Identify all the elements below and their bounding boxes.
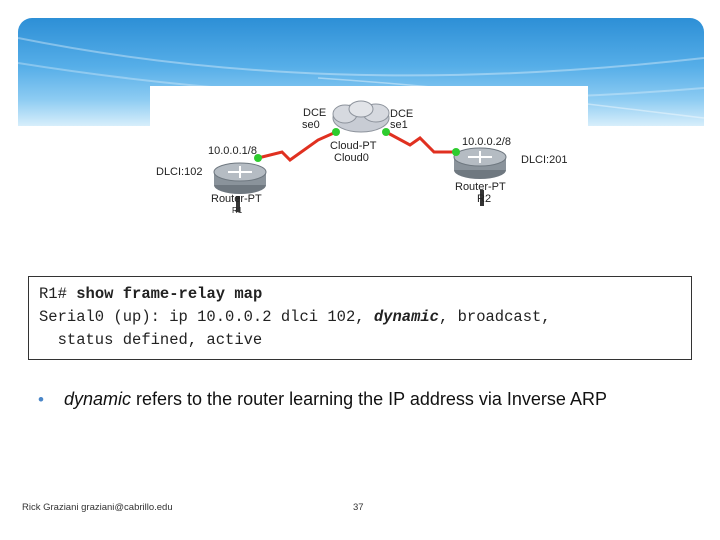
r1-ip-label: 10.0.0.1/8 bbox=[208, 145, 257, 157]
cloud-type-label: Cloud-PT bbox=[330, 140, 376, 152]
cli-output-box: R1# show frame-relay map Serial0 (up): i… bbox=[28, 276, 692, 360]
bullet-text: dynamic refers to the router learning th… bbox=[64, 389, 607, 410]
cli-output: R1# show frame-relay map Serial0 (up): i… bbox=[39, 283, 551, 352]
cli-line3: status defined, active bbox=[39, 331, 262, 349]
r2-type-label: Router-PT bbox=[455, 181, 506, 193]
r2-ip-label: 10.0.0.2/8 bbox=[462, 136, 511, 148]
r1-name-label: R1 bbox=[232, 205, 242, 217]
r1-type-label: Router-PT bbox=[211, 193, 262, 205]
port-indicator bbox=[332, 128, 340, 136]
bullet-description: refers to the router learning the IP add… bbox=[131, 389, 607, 409]
cli-prompt: R1# bbox=[39, 285, 67, 303]
bullet-term: dynamic bbox=[64, 389, 131, 409]
cli-line2-pre: Serial0 (up): ip 10.0.0.2 dlci 102, bbox=[39, 308, 374, 326]
cli-line2-post: , broadcast, bbox=[439, 308, 551, 326]
port-indicator bbox=[382, 128, 390, 136]
dce-right-port: se1 bbox=[390, 119, 408, 131]
cli-dynamic-keyword: dynamic bbox=[374, 308, 439, 326]
page-number: 37 bbox=[353, 502, 364, 513]
port-indicator bbox=[452, 148, 460, 156]
r1-dlci-label: DLCI:102 bbox=[156, 166, 202, 178]
footer-author: Rick Graziani graziani@cabrillo.edu bbox=[22, 502, 173, 513]
dce-left-label: DCE bbox=[303, 107, 326, 119]
r2-dlci-label: DLCI:201 bbox=[521, 154, 567, 166]
dce-left-port: se0 bbox=[302, 119, 320, 131]
cli-command: show frame-relay map bbox=[76, 285, 262, 303]
bullet-marker: • bbox=[38, 390, 44, 410]
cloud-name-label: Cloud0 bbox=[334, 152, 369, 164]
cloud-icon[interactable] bbox=[333, 101, 389, 132]
r2-name-label: R2 bbox=[477, 193, 491, 205]
